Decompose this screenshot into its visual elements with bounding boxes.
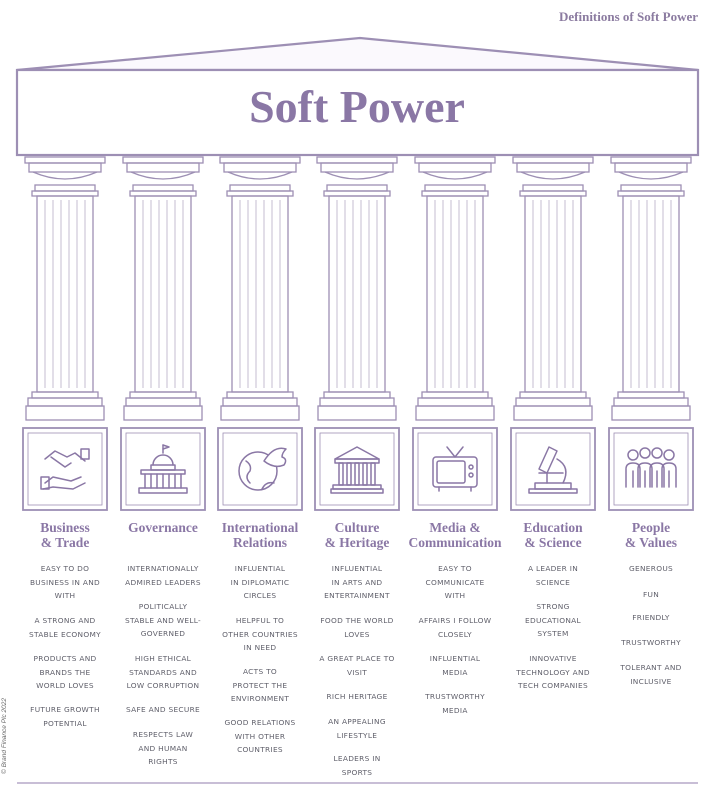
pillar-item: HIGH ETHICAL STANDARDS AND LOW CORRUPTIO… xyxy=(126,654,200,690)
pillar-item: RICH HERITAGE xyxy=(326,692,388,701)
icons xyxy=(40,444,677,494)
pillar-item: AN APPEALING LIFESTYLE xyxy=(328,717,386,740)
pillar-item: TRUSTWORTHY MEDIA xyxy=(425,692,485,715)
pillar-item: TOLERANT AND INCLUSIVE xyxy=(620,663,682,686)
pillar xyxy=(412,156,498,511)
pillar-item: SAFE AND SECURE xyxy=(125,705,200,714)
roof-title: Soft Power xyxy=(249,81,465,132)
pillar xyxy=(608,156,694,511)
pillar xyxy=(510,156,596,511)
tv-icon xyxy=(432,446,478,492)
pillar xyxy=(120,156,206,511)
globe-dove-icon xyxy=(238,447,287,491)
pillar-item: A STRONG AND STABLE ECONOMY xyxy=(29,616,101,639)
pillar-item: HELPFUL TO OTHER COUNTRIES IN NEED xyxy=(222,616,298,652)
pillar-item: EASY TO DO BUSINESS IN AND WITH xyxy=(29,564,101,600)
pillar-title: Governance xyxy=(128,520,198,535)
pillar xyxy=(314,156,400,511)
pillar-item: ACTS TO PROTECT THE ENVIRONMENT xyxy=(230,667,290,703)
pillar-title: People & Values xyxy=(624,520,678,550)
header-title: Definitions of Soft Power xyxy=(558,9,698,24)
pillar-title: International Relations xyxy=(221,520,299,550)
pillar-item: A LEADER IN SCIENCE xyxy=(527,564,579,587)
pillar-item: RESPECTS LAW AND HUMAN RIGHTS xyxy=(132,730,194,766)
pillar-title: Media & Communication xyxy=(408,520,502,550)
roof xyxy=(15,36,700,157)
pillar-item: INNOVATIVE TECHNOLOGY AND TECH COMPANIES xyxy=(516,654,590,690)
pillar-title: Culture & Heritage xyxy=(324,520,390,550)
pillar-item: INTERNATIONALLY ADMIRED LEADERS xyxy=(125,564,201,587)
handshake-icon xyxy=(40,448,90,490)
people-icon xyxy=(625,447,677,488)
pillar-item: A GREAT PLACE TO VISIT xyxy=(319,654,395,677)
pillars xyxy=(22,156,694,511)
microscope-icon xyxy=(528,446,578,494)
pillar-item: INFLUENTIAL MEDIA xyxy=(429,654,481,677)
pillar-title: Education & Science xyxy=(523,520,583,550)
pillar-item: LEADERS IN SPORTS xyxy=(333,754,381,777)
pillar-item: FUTURE GROWTH POTENTIAL xyxy=(30,705,100,728)
pillar-item: GOOD RELATIONS WITH OTHER COUNTRIES xyxy=(224,718,296,754)
pillar xyxy=(22,156,108,511)
temple-icon xyxy=(330,446,384,494)
pillar-item: STRONG EDUCATIONAL SYSTEM xyxy=(525,602,581,638)
pillar xyxy=(217,156,303,511)
pillar-title: Business & Trade xyxy=(40,520,90,550)
pillar-item: FOOD THE WORLD LOVES xyxy=(320,616,394,639)
copyright: © Brand Finance Plc 2022 xyxy=(1,698,8,774)
pillar-item: EASY TO COMMUNICATE WITH xyxy=(425,564,485,600)
pillar-item: GENEROUS xyxy=(628,564,674,573)
pillar-item: POLITICALLY STABLE AND WELL- GOVERNED xyxy=(124,602,202,638)
pillar-item: FUN xyxy=(642,590,660,599)
pillar-item: INFLUENTIAL IN DIPLOMATIC CIRCLES xyxy=(230,564,290,600)
capitol-icon xyxy=(138,444,188,494)
pillar-item: INFLUENTIAL IN ARTS AND ENTERTAINMENT xyxy=(324,564,390,600)
pillar-item: AFFAIRS I FOLLOW CLOSELY xyxy=(418,616,492,639)
pillar-item: FRIENDLY xyxy=(632,613,670,622)
pillar-item: TRUSTWORTHY xyxy=(621,638,681,647)
pillar-item: PRODUCTS AND BRANDS THE WORLD LOVES xyxy=(33,654,97,690)
